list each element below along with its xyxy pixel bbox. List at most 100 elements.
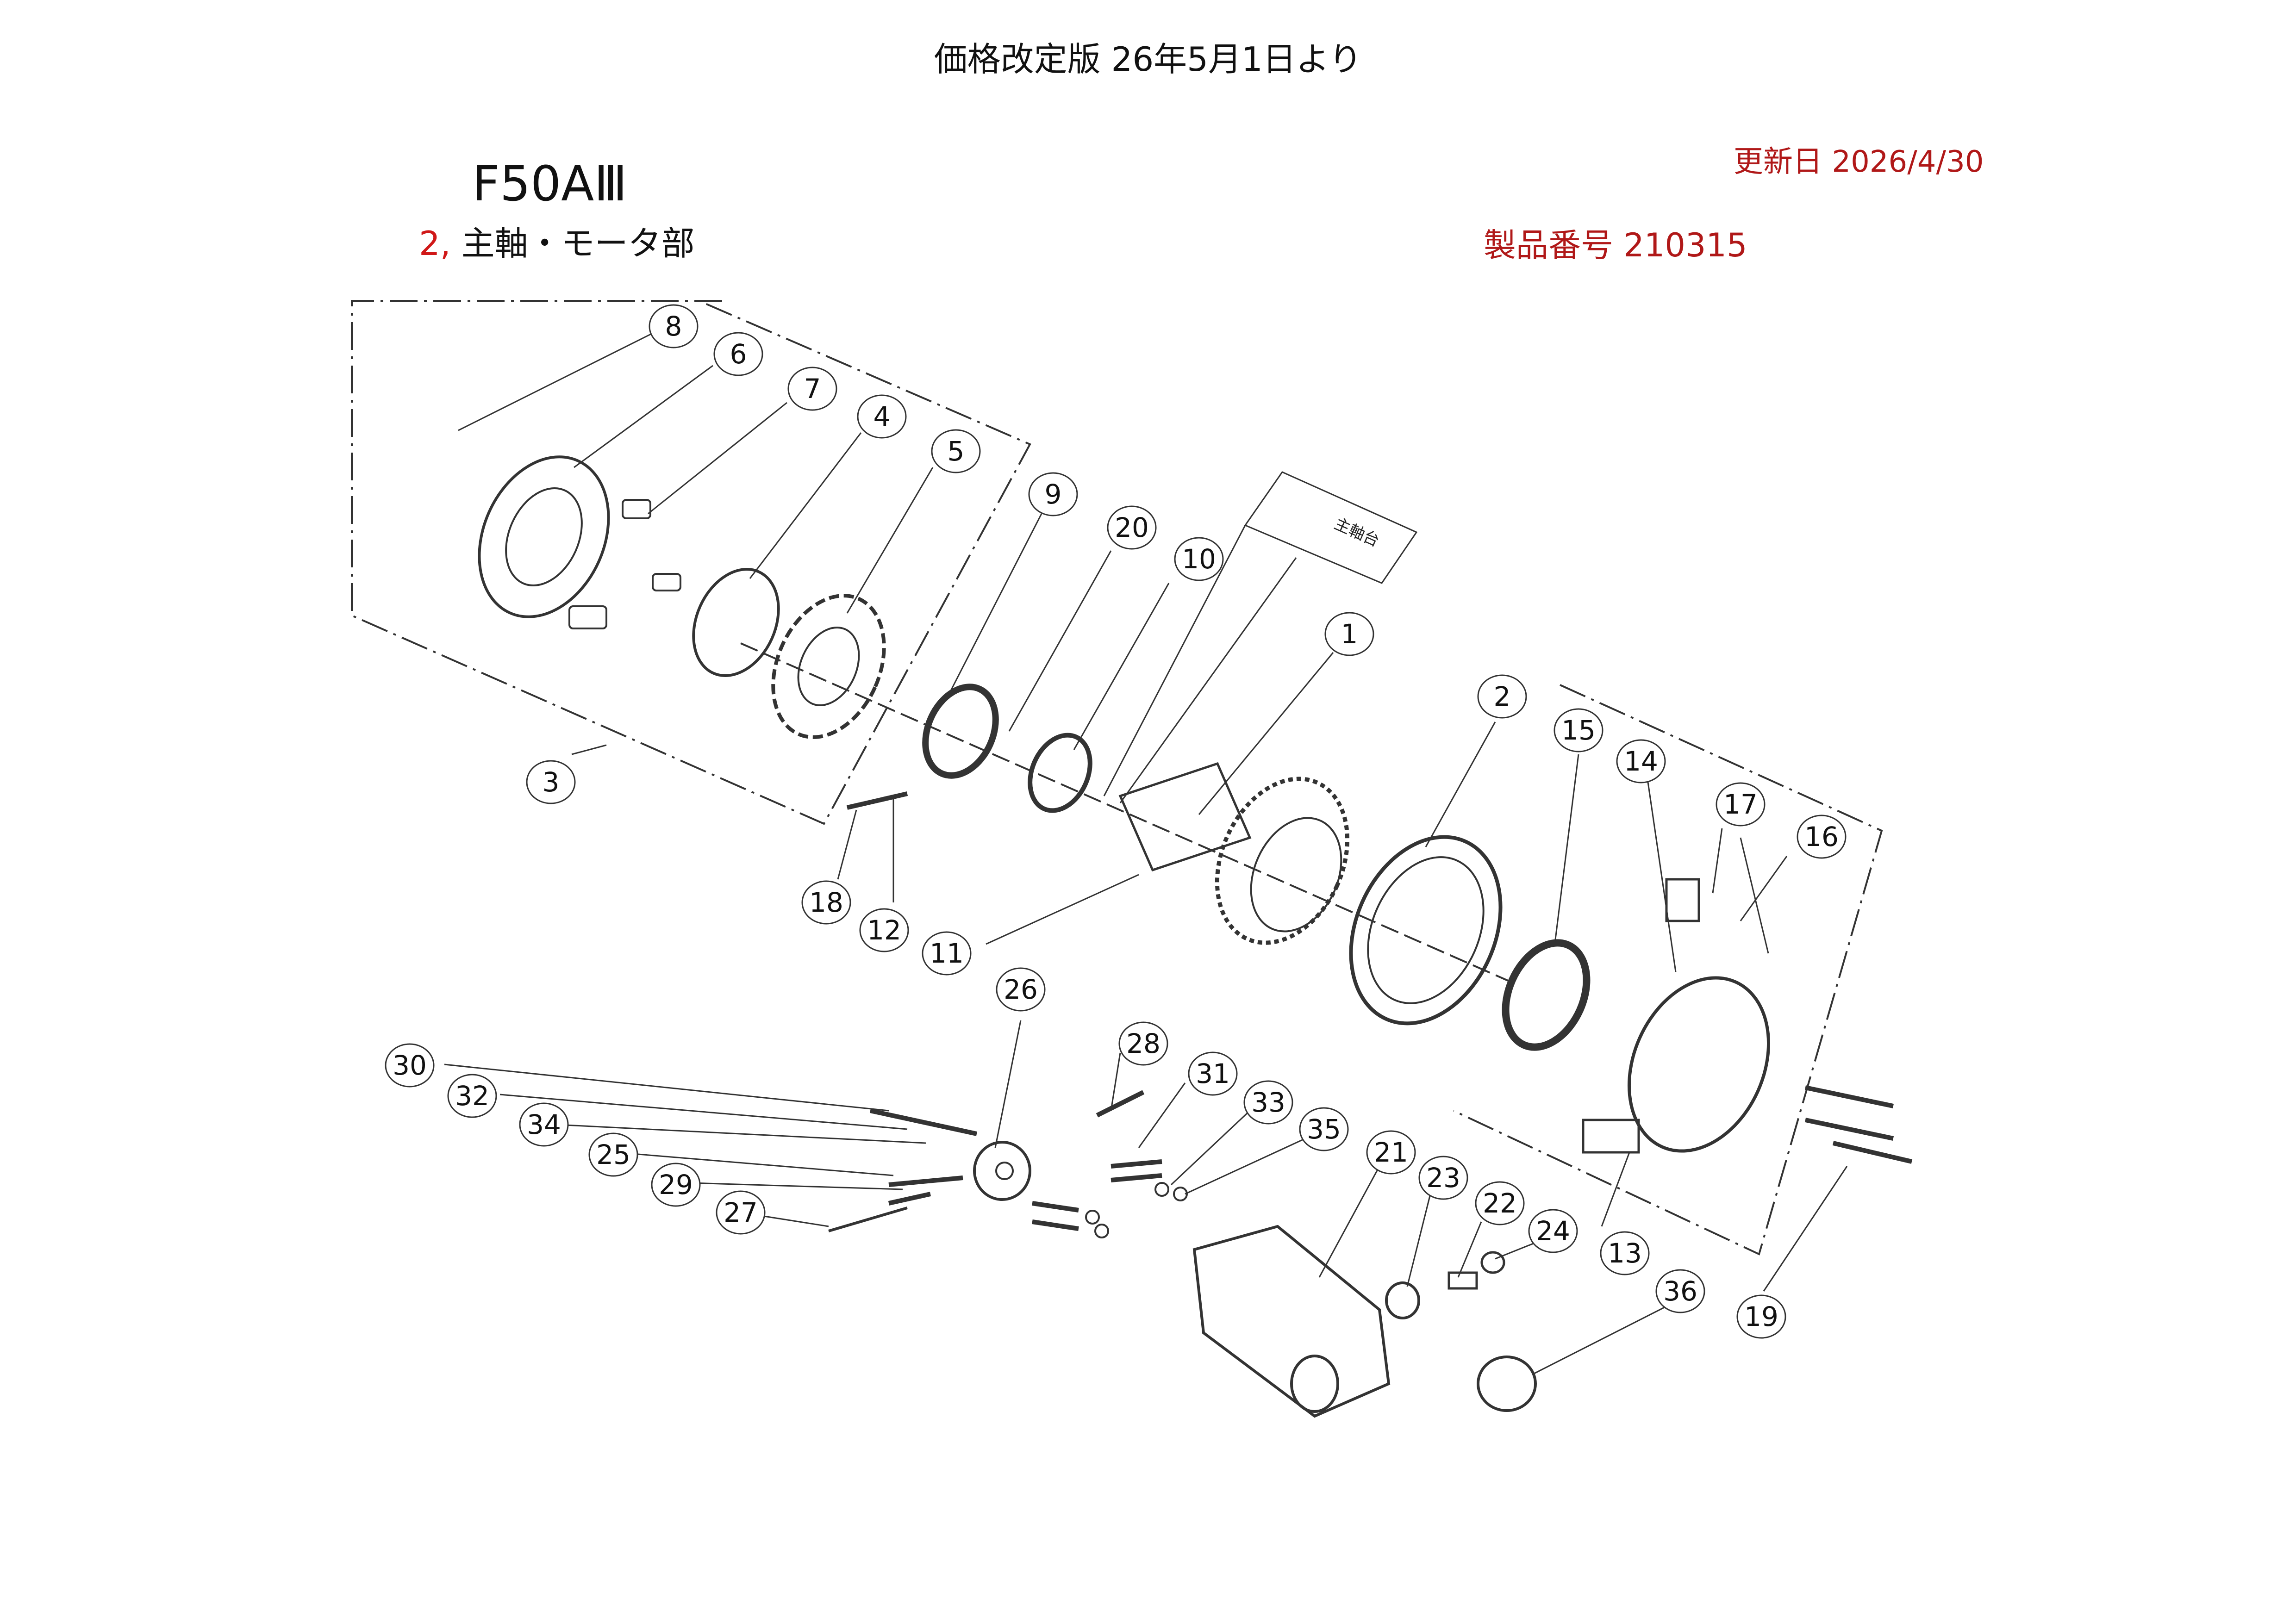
callout-circle: [1366, 1130, 1416, 1175]
callout-balloon: 23: [1418, 1156, 1468, 1200]
callout-circle: [526, 760, 576, 804]
callout-number: 29: [659, 1169, 693, 1200]
callout-circle: [1736, 1294, 1786, 1339]
callout-balloon: 1: [1324, 612, 1374, 656]
callout-circle: [1600, 1231, 1650, 1275]
callout-number: 20: [1115, 512, 1149, 543]
callout-number: 36: [1663, 1275, 1697, 1307]
updated-label: 更新日: [1734, 145, 1822, 179]
group-13-boundary: [1453, 684, 1883, 1256]
callout-circle: [1528, 1209, 1578, 1253]
callout-balloon: 6: [713, 332, 763, 376]
updated-value: 2026/4/30: [1832, 145, 1984, 179]
callout-number: 11: [930, 938, 964, 969]
callout-number: 21: [1374, 1137, 1408, 1168]
callout-circle: [1418, 1156, 1468, 1200]
callout-circle: [1324, 612, 1374, 656]
callout-circle: [1028, 472, 1078, 516]
callout-circle: [1174, 537, 1224, 581]
callout-circle: [1118, 1021, 1168, 1066]
callout-balloon: 24: [1528, 1209, 1578, 1253]
callout-circle: [385, 1043, 435, 1088]
note-box: [1244, 471, 1418, 584]
product-label: 製品番号: [1484, 226, 1613, 264]
callout-circle: [1188, 1051, 1238, 1096]
callout-balloon: 16: [1797, 815, 1847, 859]
callout-circle: [1655, 1269, 1705, 1313]
callout-balloon: 2: [1477, 674, 1527, 719]
callout-circle: [801, 880, 851, 925]
callout-circle: [1797, 815, 1847, 859]
callout-circle: [931, 429, 981, 473]
callout-balloon: 9: [1028, 472, 1078, 516]
callout-circle: [787, 367, 837, 411]
callout-circle: [713, 332, 763, 376]
callout-balloon: 29: [651, 1163, 701, 1207]
callout-balloon: 19: [1736, 1294, 1786, 1339]
callout-balloon: 34: [519, 1102, 569, 1147]
callout-circle: [649, 304, 699, 348]
callout-balloon: 17: [1716, 782, 1766, 827]
callout-balloon: 35: [1299, 1107, 1349, 1151]
callout-circle: [1243, 1080, 1293, 1125]
callout-number: 16: [1804, 821, 1839, 852]
callout-balloon: 13: [1600, 1231, 1650, 1275]
callout-circle: [651, 1163, 701, 1207]
callout-balloon: 36: [1655, 1269, 1705, 1313]
callout-balloon: 8: [649, 304, 699, 348]
callout-number: 31: [1196, 1058, 1230, 1089]
note-text: 主軸台: [1331, 515, 1382, 551]
callout-balloon: 4: [857, 394, 907, 439]
callout-number: 18: [809, 887, 843, 918]
callout-balloon: 21: [1366, 1130, 1416, 1175]
callout-balloon: 12: [859, 908, 909, 952]
callout-circle: [1299, 1107, 1349, 1151]
callout-number: 12: [867, 914, 901, 946]
callout-balloon: 30: [385, 1043, 435, 1088]
updated-date: 更新日 2026/4/30: [1734, 147, 1984, 177]
callout-number: 17: [1723, 789, 1758, 820]
callout-circle: [716, 1190, 766, 1235]
callout-circle: [1554, 708, 1603, 752]
callout-number: 23: [1426, 1162, 1460, 1194]
callout-circle: [1716, 782, 1766, 827]
callout-number: 14: [1624, 746, 1658, 777]
callout-balloon: 14: [1616, 739, 1666, 784]
callout-number: 30: [393, 1050, 427, 1081]
callout-number: 34: [527, 1109, 561, 1140]
callout-balloon: 25: [588, 1132, 638, 1177]
section-title: 2, 主軸・モータ部: [419, 227, 695, 260]
callout-number: 13: [1608, 1237, 1642, 1269]
callout-balloon: 10: [1174, 537, 1224, 581]
callout-circle: [996, 967, 1046, 1012]
callout-balloon: 5: [931, 429, 981, 473]
callout-number: 24: [1536, 1215, 1570, 1247]
callout-balloons: 1234567891011121314151617181920212223242…: [385, 304, 1847, 1339]
section-number: 2,: [419, 224, 451, 263]
callout-balloon: 15: [1554, 708, 1603, 752]
callout-number: 19: [1744, 1301, 1778, 1332]
callout-number: 9: [1045, 479, 1062, 510]
callout-circle: [1107, 505, 1157, 550]
section-name: 主軸・モータ部: [461, 224, 695, 263]
callout-circle: [447, 1074, 497, 1118]
product-number: 製品番号 210315: [1484, 229, 1747, 261]
callout-number: 6: [730, 338, 747, 370]
callout-number: 7: [804, 373, 821, 404]
callout-circle: [857, 394, 907, 439]
callout-circle: [588, 1132, 638, 1177]
callout-number: 22: [1483, 1188, 1517, 1219]
callout-number: 1: [1341, 618, 1358, 650]
callout-balloon: 3: [526, 760, 576, 804]
product-code: 210315: [1623, 226, 1747, 264]
group-3-boundary: [351, 300, 1031, 825]
callout-balloon: 20: [1107, 505, 1157, 550]
price-revision-heading: 価格改定版 26年5月1日より: [934, 40, 1362, 79]
callout-number: 8: [665, 311, 682, 342]
callout-balloon: 28: [1118, 1021, 1168, 1066]
callout-balloon: 18: [801, 880, 851, 925]
model-name: F50AⅢ: [472, 155, 628, 212]
callout-balloon: 33: [1243, 1080, 1293, 1125]
callout-number: 5: [948, 435, 965, 467]
